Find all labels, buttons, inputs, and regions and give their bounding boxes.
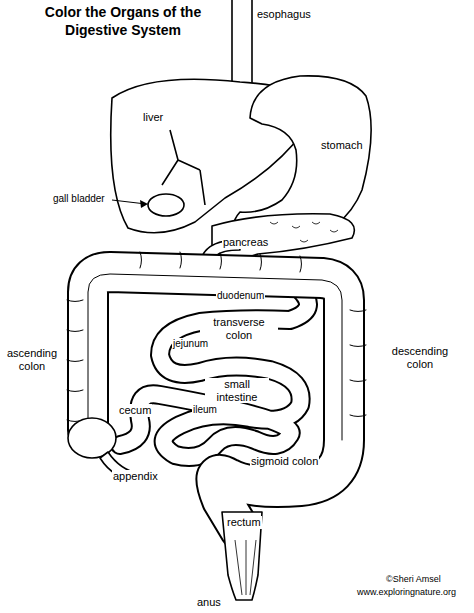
- organ-label: sigmoid colon: [250, 455, 319, 468]
- colon-outline: [88, 272, 344, 530]
- rectum-folds: [235, 540, 256, 595]
- pancreas-texture: [270, 222, 338, 242]
- credit-note: ©Sheri Amsel: [385, 574, 442, 584]
- organ-label: pancreas: [222, 236, 269, 249]
- organ-label: jejunum: [172, 338, 209, 350]
- organ-label: descending colon: [384, 345, 456, 370]
- organ-label: cecum: [118, 404, 152, 417]
- organ-label: duodenum: [216, 290, 265, 302]
- organ-label: small intestine: [205, 378, 269, 403]
- gall-bladder-shape: [148, 194, 184, 216]
- organ-label: ileum: [192, 404, 218, 416]
- organ-label: anus: [196, 596, 222, 609]
- organ-label: transverse colon: [200, 316, 278, 341]
- pancreas-shape: [212, 214, 354, 260]
- leader-arrowhead: [140, 200, 148, 208]
- organ-label: stomach: [320, 139, 364, 152]
- colon-haustra: [67, 252, 366, 422]
- organ-label: ascending colon: [4, 347, 60, 372]
- small-intestine-outline: [120, 290, 308, 457]
- website-note: www.exploringnature.org: [356, 587, 457, 597]
- organ-label: esophagus: [256, 8, 312, 21]
- organ-label: gall bladder: [52, 193, 106, 205]
- organ-label: liver: [142, 111, 164, 124]
- organ-label: rectum: [226, 516, 262, 529]
- organ-label: appendix: [112, 470, 159, 483]
- colon-fill: [88, 272, 344, 530]
- rectum-tube: [222, 512, 262, 600]
- small-intestine-fill: [120, 290, 308, 457]
- colon-band: [88, 274, 342, 440]
- page-title: Color the Organs of the Digestive System: [18, 4, 228, 39]
